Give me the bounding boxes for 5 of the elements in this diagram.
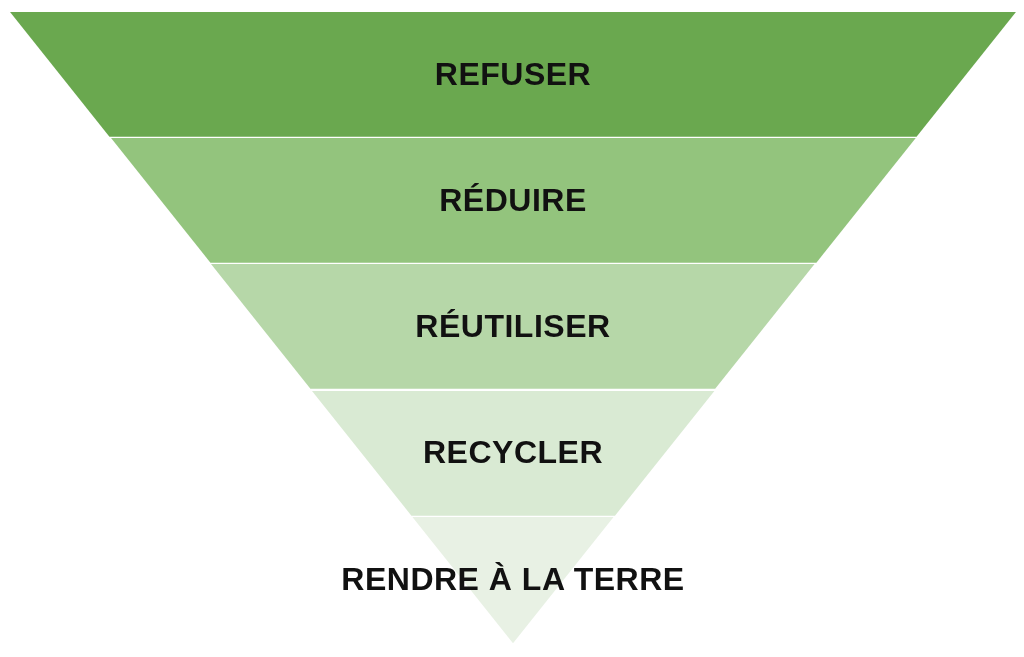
- tier-label: RÉUTILISER: [415, 308, 611, 346]
- tier-label: RÉDUIRE: [439, 182, 587, 220]
- tier-label: RENDRE À LA TERRE: [341, 561, 685, 599]
- tier-label: REFUSER: [434, 55, 592, 93]
- tier-label: RECYCLER: [423, 434, 603, 472]
